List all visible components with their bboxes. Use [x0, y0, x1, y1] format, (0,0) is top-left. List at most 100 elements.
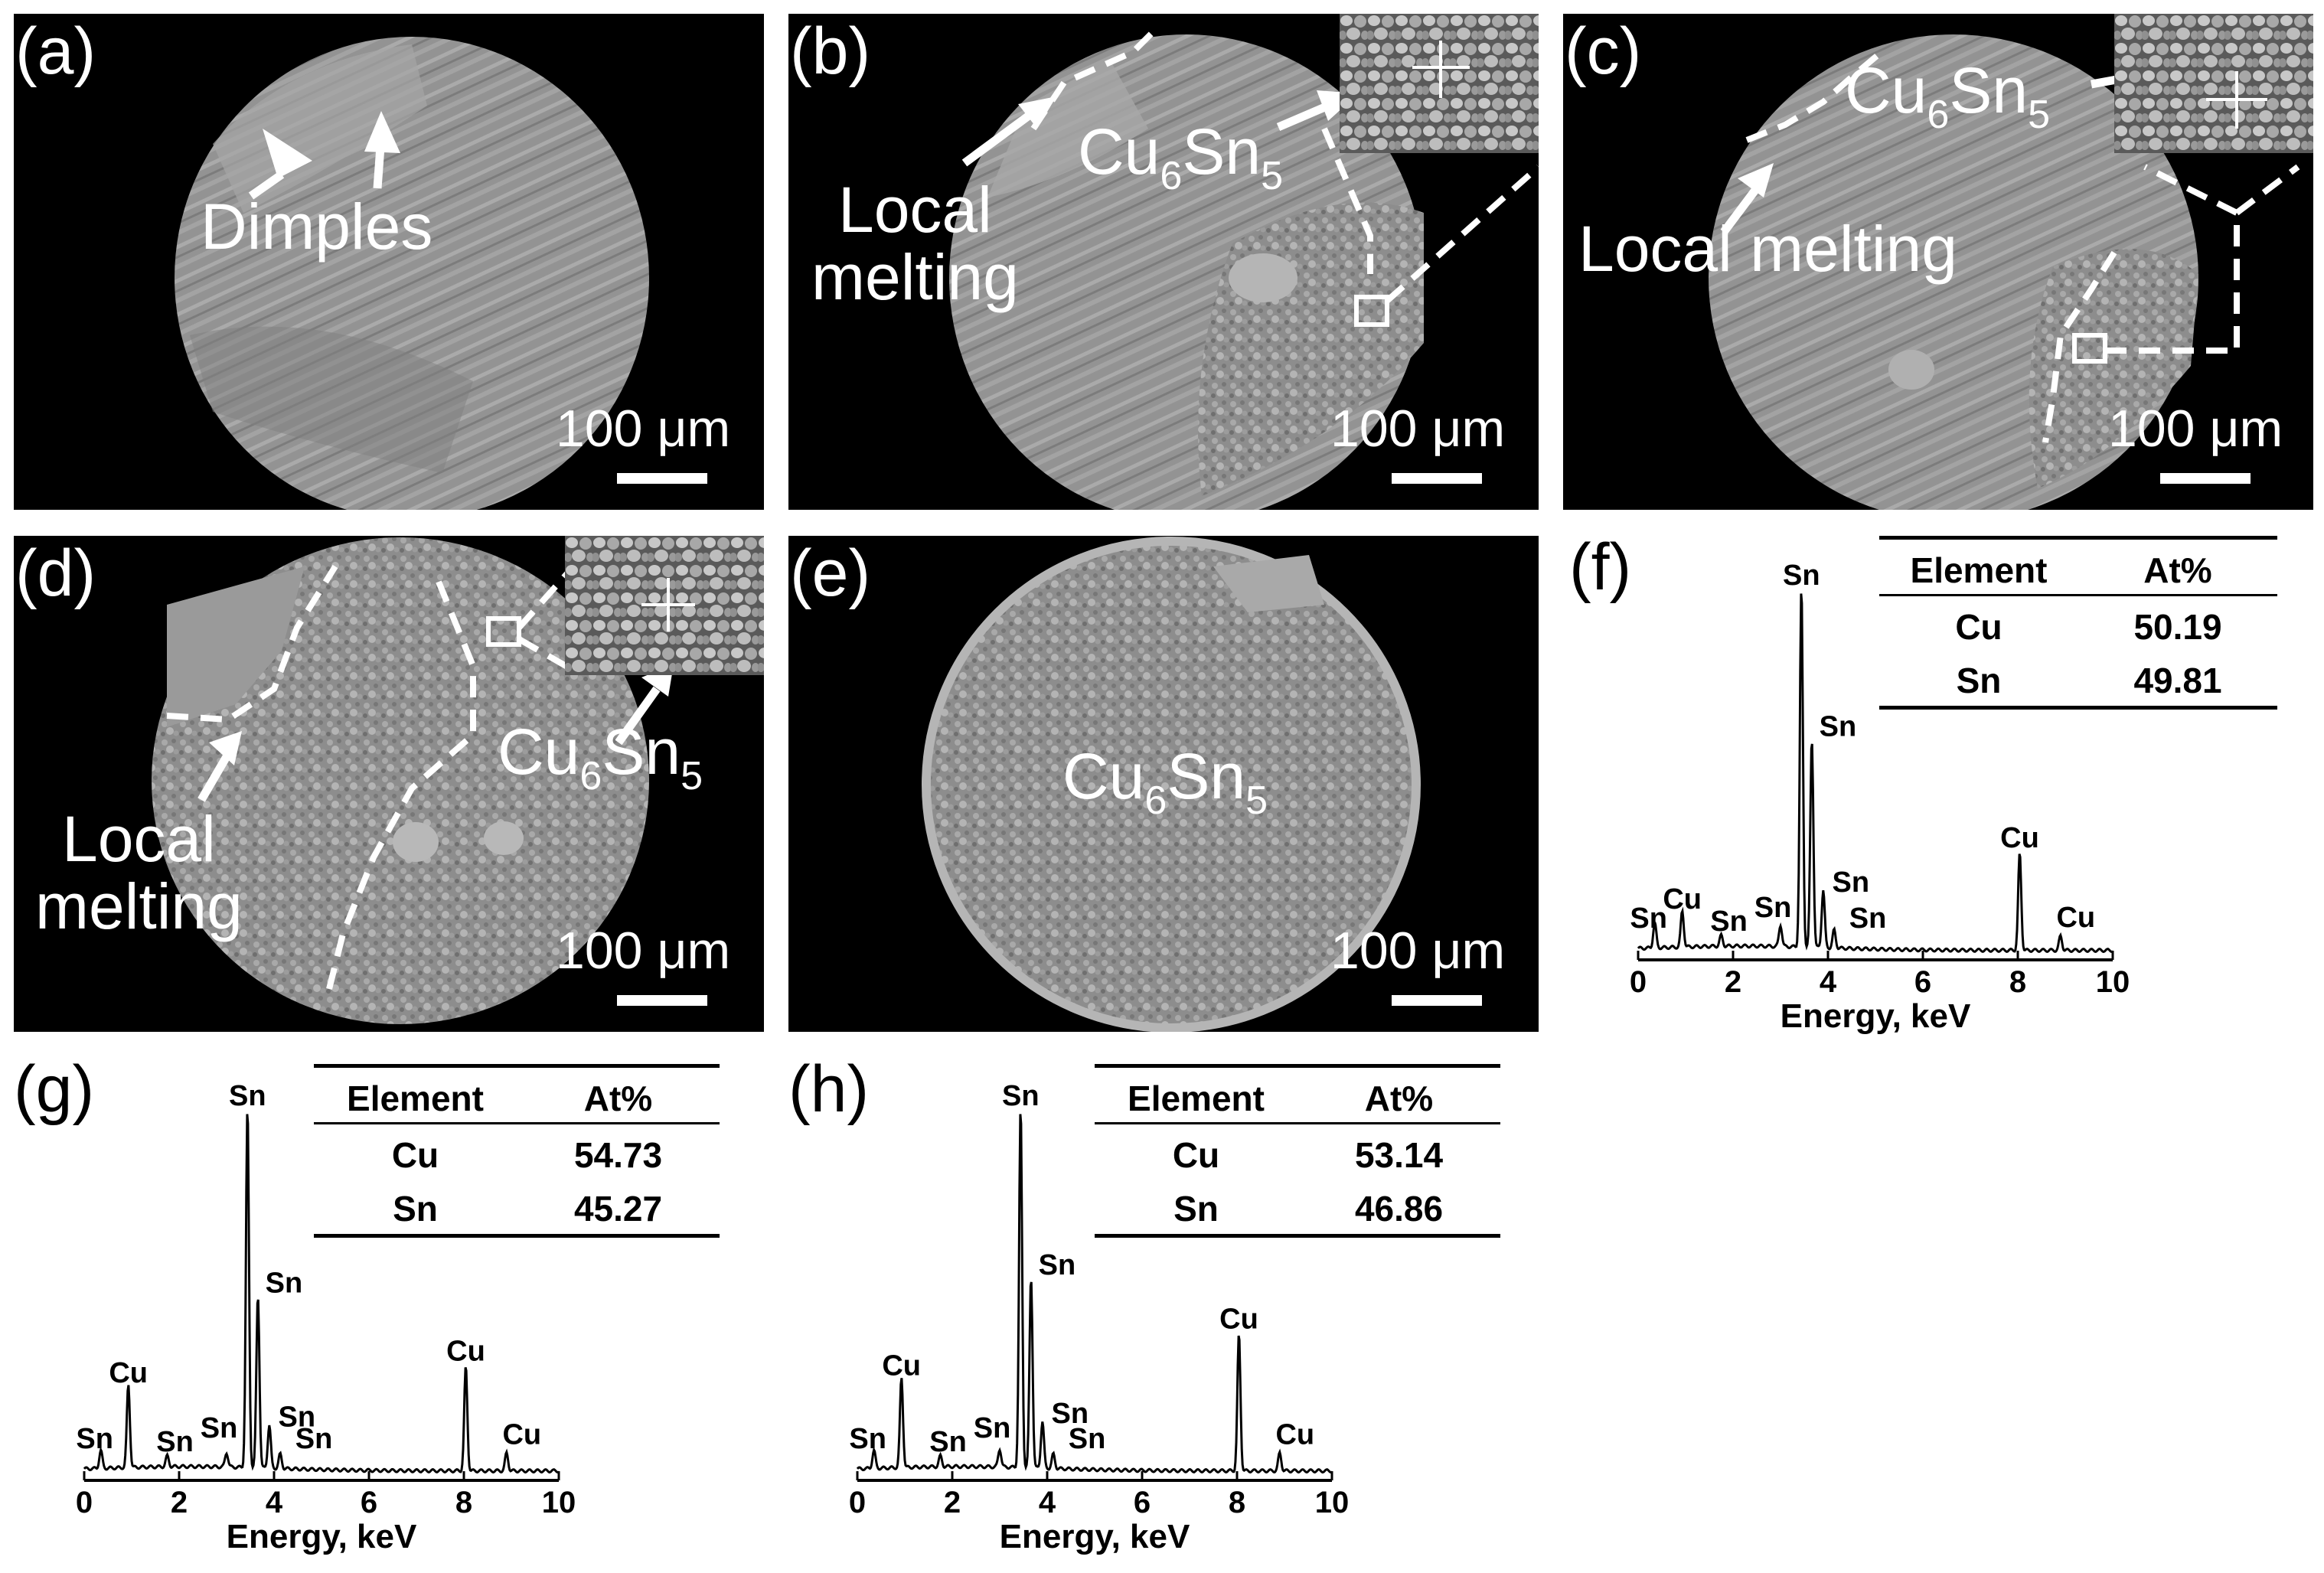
peak-label: Cu — [2056, 902, 2095, 934]
peak-label: Cu — [446, 1336, 485, 1368]
table-rule-mid — [1879, 594, 2277, 596]
cu6sn5-inset — [1340, 14, 1539, 153]
local-melting-label: Local melting — [1578, 213, 1957, 285]
peak-label: Sn — [1630, 902, 1667, 935]
scale-bar — [1392, 473, 1482, 484]
cu6sn5-label: Cu6Sn5 — [1845, 58, 2050, 135]
sem-panel-c: (c) Local melting Cu6Sn5 100 μm — [1563, 14, 2313, 510]
dimples-arrow-left-head — [263, 129, 312, 178]
peak-label: Cu — [2000, 822, 2039, 854]
table-rule-top — [1879, 536, 2277, 540]
cu6sn5-inset — [565, 536, 764, 675]
local-melting-line1: Local — [61, 803, 216, 875]
x-tick-label: 10 — [1315, 1486, 1350, 1519]
x-tick-label: 2 — [171, 1486, 188, 1519]
panel-label-h: (h) — [788, 1052, 870, 1126]
panel-label: (b) — [790, 15, 871, 88]
scale-text: 100 μm — [556, 400, 731, 458]
local-melting-boundary — [1745, 53, 1879, 143]
table-cell-value: 45.27 — [573, 1189, 663, 1229]
table-rule-mid — [314, 1122, 720, 1124]
peak-label: Sn — [849, 1423, 886, 1455]
local-melting-boundary — [166, 564, 338, 723]
peak-label: Sn — [1833, 866, 1870, 899]
phase-boundary — [325, 580, 476, 996]
fracture-surface — [152, 537, 649, 1024]
spectrum-line — [856, 1114, 1333, 1474]
table-header: Element — [1910, 550, 2048, 590]
x-axis-label: Energy, keV — [1000, 1518, 1190, 1555]
scale-bar — [2160, 473, 2251, 484]
x-tick-label: 4 — [266, 1486, 283, 1519]
table-cell-element: Cu — [1955, 607, 2002, 647]
peak-label: Sn — [229, 1080, 266, 1112]
x-tick-label: 6 — [1134, 1486, 1151, 1519]
zoom-box — [486, 616, 521, 647]
zoom-connector — [2105, 164, 2240, 354]
x-tick-label: 2 — [1725, 965, 1741, 999]
local-melting-boundary — [1030, 27, 1158, 131]
peak-label: Cu — [1275, 1419, 1314, 1451]
scale-text: 100 μm — [556, 922, 731, 980]
table-rule-top — [1095, 1064, 1500, 1068]
x-tick-label: 4 — [1039, 1486, 1056, 1519]
sub-6: 6 — [579, 753, 602, 798]
peak-label: Sn — [156, 1426, 194, 1458]
panel-label: (e) — [790, 537, 871, 610]
panel-label: (c) — [1565, 15, 1642, 88]
table-header: Element — [347, 1079, 484, 1118]
table-cell-element: Sn — [393, 1189, 438, 1229]
local-melting-line2: melting — [35, 870, 243, 943]
table-cell-element: Sn — [1173, 1189, 1219, 1229]
dimples-label: Dimples — [201, 191, 433, 263]
local-melting-line2: melting — [811, 241, 1019, 314]
local-melting-arrow — [961, 106, 1040, 167]
table-cell-value: 46.86 — [1354, 1189, 1444, 1229]
fracture-surface — [922, 537, 1421, 1032]
phase-boundary — [2042, 250, 2117, 443]
table-cell-element: Cu — [391, 1135, 439, 1175]
x-tick-label: 8 — [1229, 1486, 1245, 1519]
x-tick-label: 0 — [76, 1486, 93, 1519]
x-tick-label: 0 — [849, 1486, 866, 1519]
sn-text: Sn — [1167, 740, 1246, 812]
sem-panel-e: (e) Cu6Sn5 100 μm — [788, 536, 1539, 1032]
scale-bar — [1392, 995, 1482, 1006]
phase-boundary — [1321, 127, 1373, 274]
local-melting-line1: Local — [837, 174, 992, 246]
sub-6: 6 — [1144, 778, 1167, 823]
cu6sn5-label: Cu6Sn5 — [1078, 119, 1283, 196]
table-header: At% — [2143, 550, 2212, 590]
table-cell-value: 50.19 — [2133, 607, 2222, 647]
sub-5: 5 — [1245, 778, 1268, 823]
peak-label: Sn — [1820, 710, 1857, 742]
peak-label: Sn — [929, 1426, 967, 1458]
sn-text: Sn — [602, 716, 681, 788]
cu6sn5-label: Cu6Sn5 — [498, 720, 703, 796]
dimples-arrow-right-head — [364, 111, 400, 153]
peak-label: Sn — [201, 1412, 238, 1444]
cu6sn5-inset — [2114, 14, 2313, 153]
scale-bar — [617, 995, 707, 1006]
table-rule-bottom — [1095, 1234, 1500, 1238]
spectrum-line — [83, 1114, 560, 1474]
x-tick-label: 4 — [1820, 965, 1837, 999]
sem-panel-d: (d) Local melting Cu6Sn5 100 μm — [14, 536, 764, 1032]
x-tick-label: 10 — [542, 1486, 576, 1519]
x-tick-label: 6 — [1914, 965, 1931, 999]
peak-label: Cu — [1219, 1303, 1258, 1335]
local-melting-arrow-head — [209, 731, 242, 765]
panel-label-g: (g) — [14, 1052, 95, 1126]
table-cell-element: Cu — [1172, 1135, 1220, 1175]
peak-label: Sn — [1039, 1249, 1076, 1281]
scale-text: 100 μm — [2108, 400, 2283, 458]
local-melting-arrow — [197, 752, 232, 802]
spectrum-line — [1637, 593, 2113, 954]
local-melting-label: Local melting — [811, 176, 1019, 311]
zoom-box — [1354, 295, 1389, 327]
x-tick-label: 2 — [944, 1486, 961, 1519]
sub-6: 6 — [1927, 92, 1950, 137]
x-axis-label: Energy, keV — [227, 1518, 417, 1555]
